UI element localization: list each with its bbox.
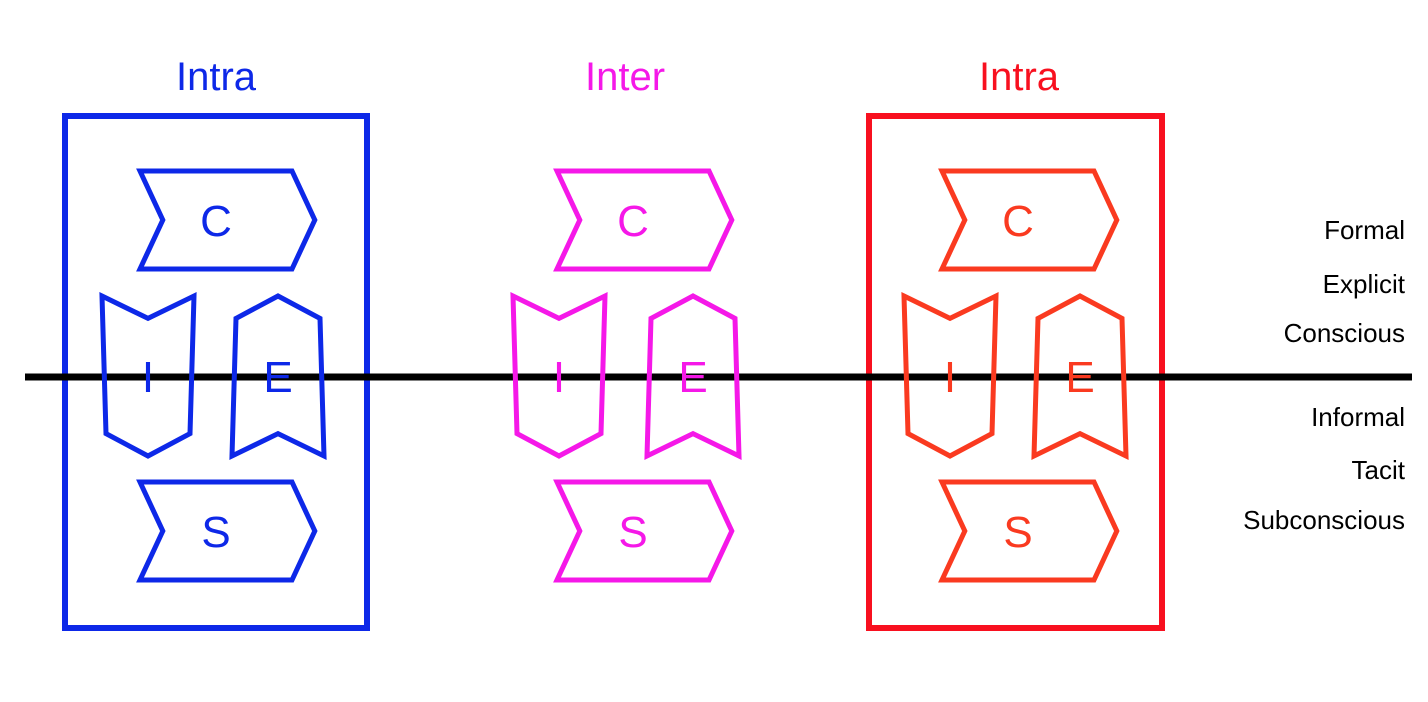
group-box-intra-right <box>866 113 1165 631</box>
banner-intra-left-i <box>99 291 197 459</box>
banner-inter-middle-e <box>644 293 742 461</box>
group-title-inter-middle: Inter <box>585 55 665 99</box>
banner-letter-intra-left-i: I <box>142 353 154 402</box>
side-label-above-conscious: Conscious <box>1284 318 1405 348</box>
side-labels-layer: FormalExplicitConsciousInformalTacitSubc… <box>1243 215 1406 535</box>
banner-letter-inter-middle-e: E <box>678 353 707 402</box>
side-label-below-tacit: Tacit <box>1352 455 1406 485</box>
side-label-above-formal: Formal <box>1324 215 1405 245</box>
banner-letter-intra-left-c: C <box>200 197 232 246</box>
group-title-intra-right: Intra <box>979 55 1060 99</box>
banner-letter-intra-left-s: S <box>201 508 230 557</box>
banner-letter-inter-middle-c: C <box>617 197 649 246</box>
banner-intra-left-e <box>229 293 327 461</box>
group-title-intra-left: Intra <box>176 55 257 99</box>
side-label-below-informal: Informal <box>1311 402 1405 432</box>
banner-letter-intra-right-i: I <box>944 353 956 402</box>
banner-inter-middle-i <box>510 291 608 459</box>
banner-intra-right-c <box>938 168 1120 272</box>
banner-letter-intra-right-e: E <box>1065 353 1094 402</box>
banner-intra-left-c <box>136 168 318 272</box>
banner-letter-intra-right-s: S <box>1003 508 1032 557</box>
banner-intra-right-s <box>938 479 1120 583</box>
group-titles-layer: Intra Inter Intra <box>176 55 1060 99</box>
side-label-below-subconscious: Subconscious <box>1243 505 1405 535</box>
banner-intra-right-i <box>901 291 999 459</box>
banner-letter-intra-right-c: C <box>1002 197 1034 246</box>
group-boxes-layer <box>62 113 1165 631</box>
banner-shapes-layer: C I E S C I E S C I E S <box>99 168 1129 583</box>
banner-letter-intra-left-e: E <box>263 353 292 402</box>
side-label-above-explicit: Explicit <box>1323 269 1406 299</box>
banner-letter-inter-middle-i: I <box>553 353 565 402</box>
banner-inter-middle-c <box>553 168 735 272</box>
banner-intra-right-e <box>1031 293 1129 461</box>
banner-letter-inter-middle-s: S <box>618 508 647 557</box>
group-box-intra-left <box>62 113 370 631</box>
banner-intra-left-s <box>136 479 318 583</box>
banner-inter-middle-s <box>553 479 735 583</box>
